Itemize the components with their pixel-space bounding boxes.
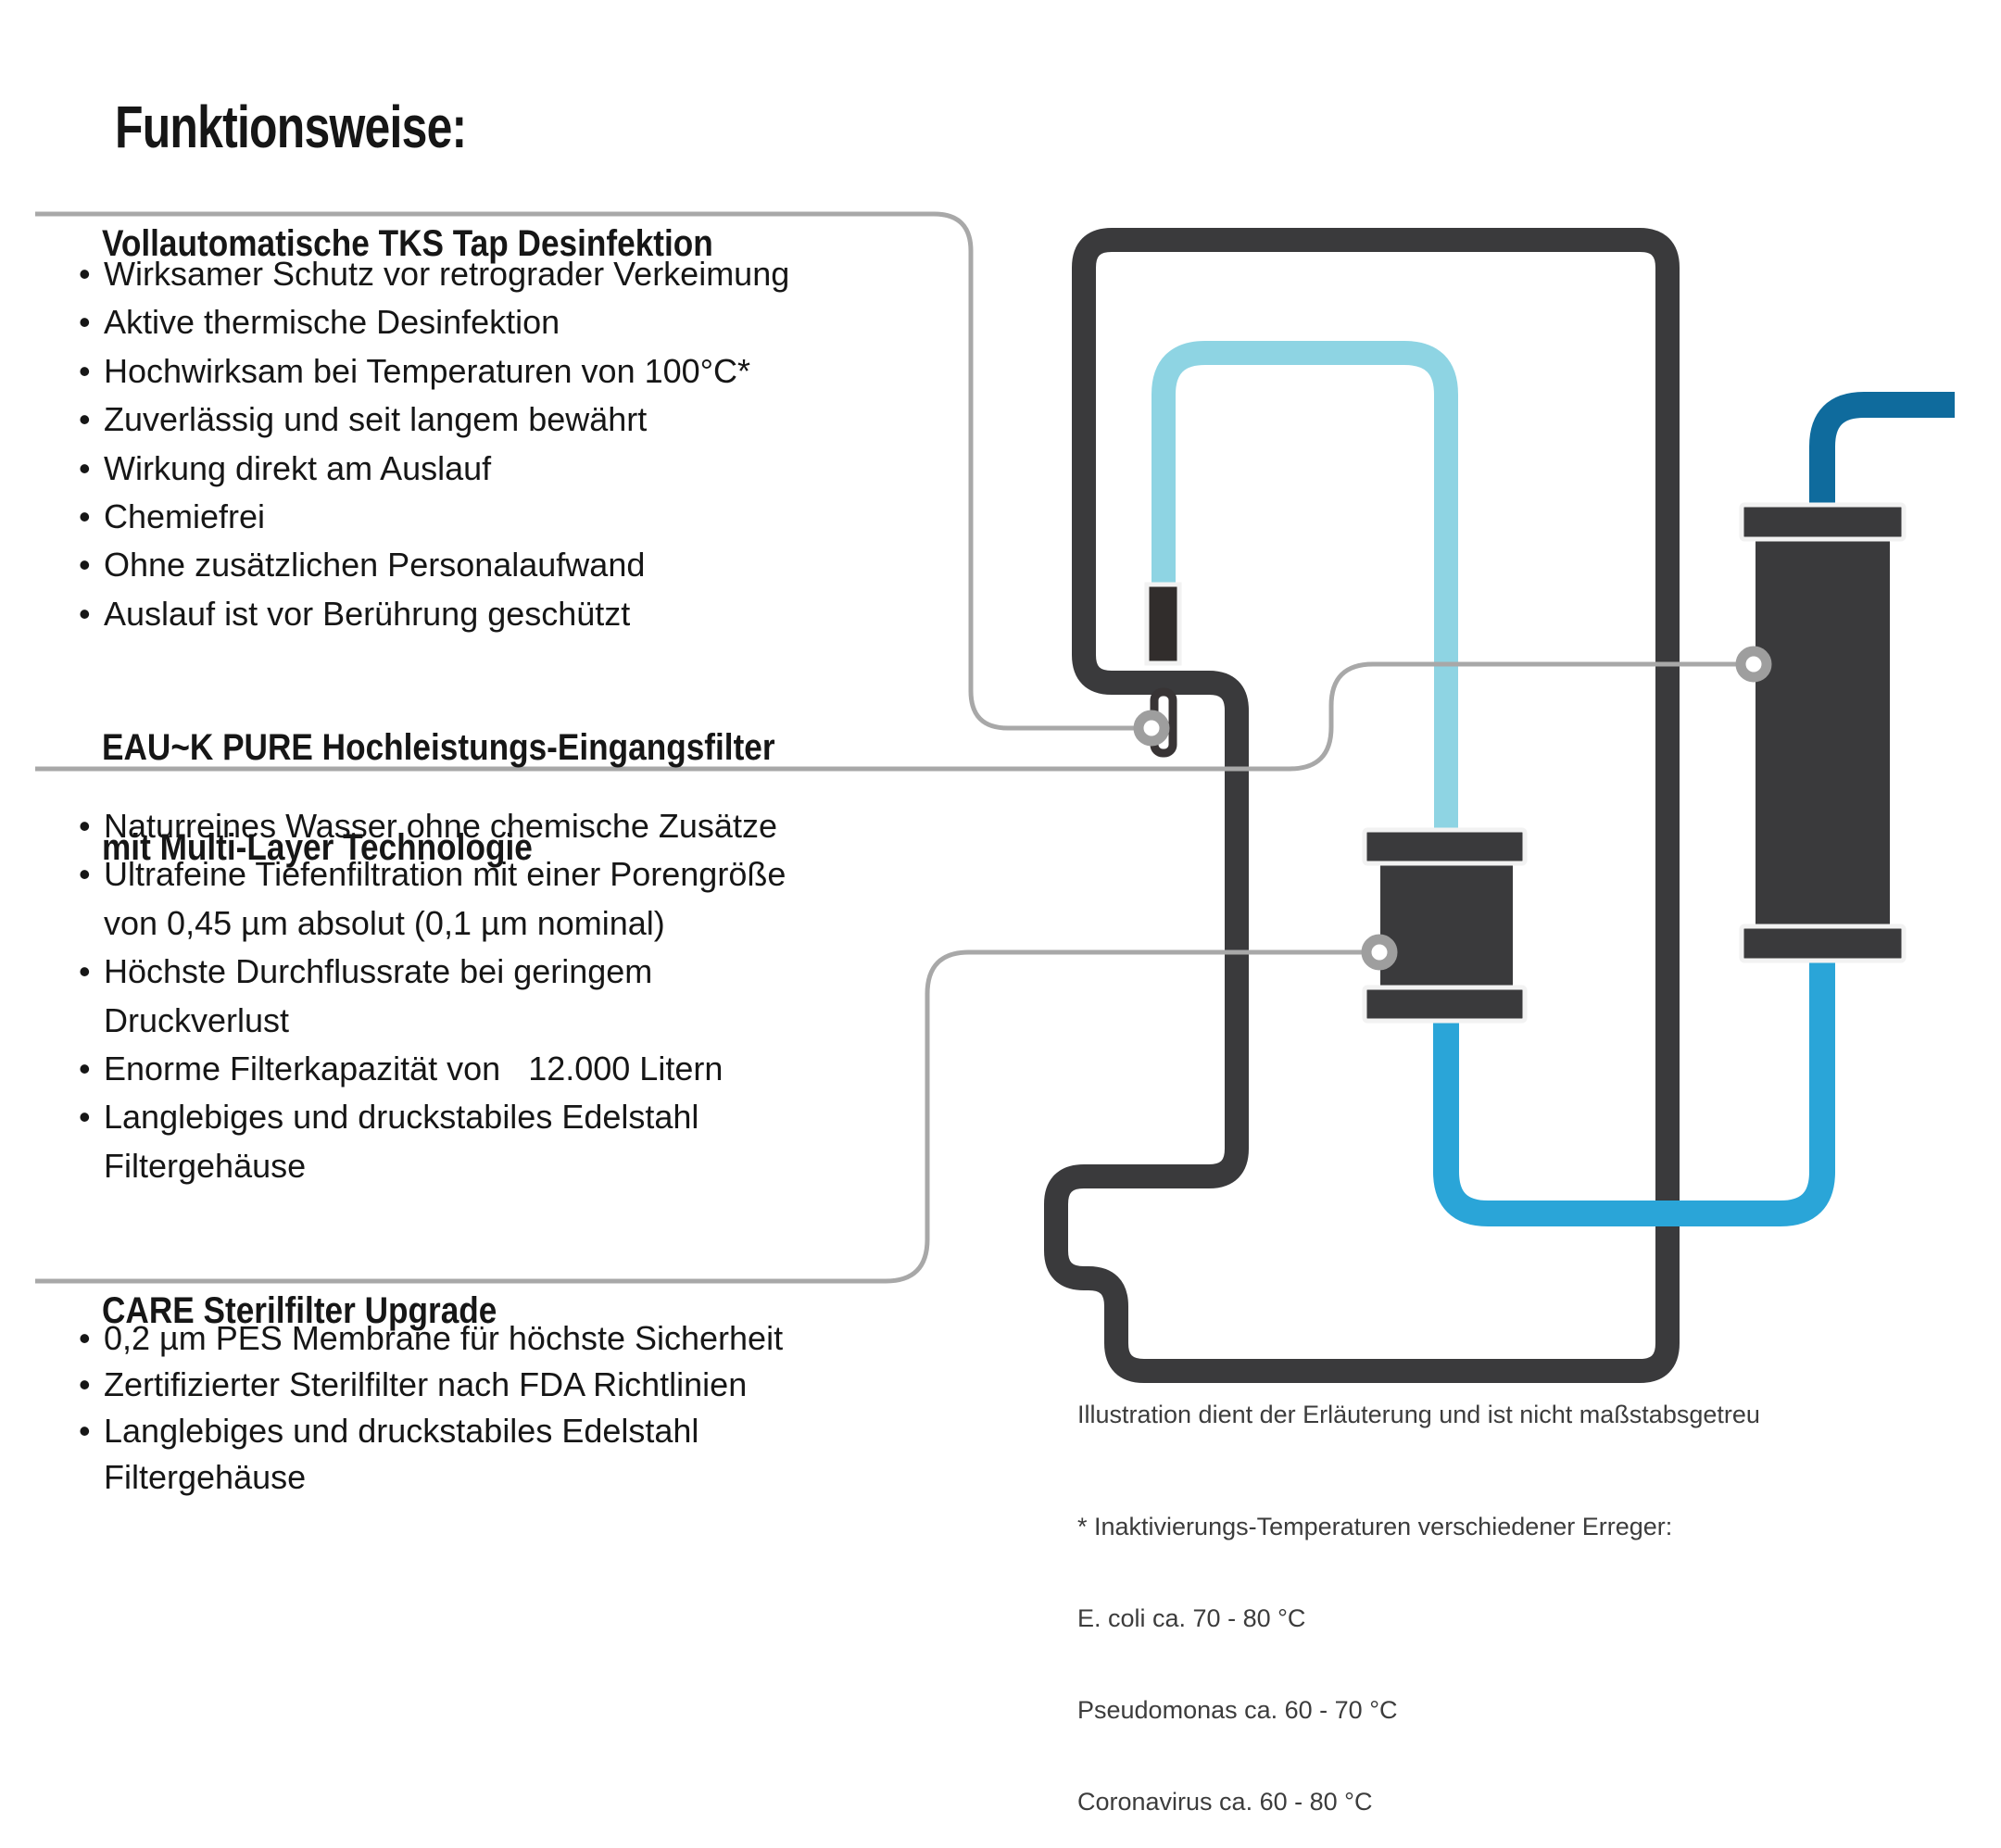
list-item: •Langlebiges und druckstabiles Edelstahl <box>79 1408 783 1454</box>
bullet-dot: • <box>79 448 91 487</box>
bullet-list-pure: •Naturreines Wasser ohne chemische Zusät… <box>79 802 786 1190</box>
sterile-filter-right <box>1739 502 1907 963</box>
bullet-dot: • <box>79 1365 91 1403</box>
temperature-line-pseudomonas: Pseudomonas ca. 60 - 70 °C <box>1077 1696 1398 1724</box>
section-heading-pure: EAU~K PURE Hochleistungs-Eingangsfilter … <box>102 727 775 868</box>
list-item: •Wirkung direkt am Auslauf <box>79 445 789 493</box>
leader-ring-tks <box>1133 710 1170 747</box>
sterile-filter-top-cap <box>1739 502 1907 542</box>
temperature-line-coronavirus: Coronavirus ca. 60 - 80 °C <box>1077 1788 1373 1816</box>
list-item: •Aktive thermische Desinfektion <box>79 298 789 346</box>
scale-disclaimer: Illustration dient der Erläuterung und i… <box>1077 1401 1760 1428</box>
list-item: •Hochwirksam bei Temperaturen von 100°C* <box>79 347 789 396</box>
list-item: •Ohne zusätzlichen Personalaufwand <box>79 541 789 589</box>
leader-line-care <box>35 949 1364 1284</box>
temperature-footnote-title: * Inaktivierungs-Temperaturen verschiede… <box>1077 1513 1673 1540</box>
list-item-continuation: Filtergehäuse <box>104 1458 307 1496</box>
bullet-dot: • <box>79 351 91 390</box>
temperature-line-ecoli: E. coli ca. 70 - 80 °C <box>1077 1604 1306 1632</box>
leader-ring-care <box>1361 934 1398 971</box>
dispenser-outline-pipe <box>1044 228 1680 1383</box>
input-filter-bottom-cap <box>1362 985 1528 1024</box>
list-item: •0,2 µm PES Membrane für höchste Sicherh… <box>79 1315 783 1362</box>
list-item: •Chemiefrei <box>79 493 789 541</box>
leader-line-tks <box>35 211 1136 731</box>
list-item: •Enorme Filterkapazität von 12.000 Liter… <box>79 1045 786 1093</box>
page-title: Funktionsweise: <box>114 94 467 160</box>
bullet-dot: • <box>79 855 91 894</box>
list-item-continuation: Filtergehäuse <box>104 1146 307 1185</box>
list-item-continuation: Druckverlust <box>104 1000 290 1039</box>
list-item-continuation: von 0,45 µm absolut (0,1 µm nominal) <box>104 903 665 942</box>
bullet-dot: • <box>79 807 91 845</box>
bullet-dot: • <box>79 303 91 342</box>
input-filter-top-cap <box>1362 827 1528 866</box>
funktionsweise-infographic: { "title": "Funktionsweise:", "bullet_ch… <box>35 94 1955 1816</box>
list-item: •Naturreines Wasser ohne chemische Zusät… <box>79 802 786 850</box>
tap-pipe-light-blue <box>1152 341 1458 838</box>
list-item: •Zertifizierter Sterilfilter nach FDA Ri… <box>79 1362 783 1408</box>
bullet-dot: • <box>79 1098 91 1137</box>
tap-outlet <box>1144 582 1182 666</box>
sterile-filter-bottom-cap <box>1739 924 1907 963</box>
section-heading-care: CARE Sterilfilter Upgrade <box>102 1290 497 1331</box>
bullet-dot: • <box>79 497 91 536</box>
leader-ring-pure <box>1735 646 1772 683</box>
water-system-illustration <box>35 211 1955 1383</box>
leader-line-pure <box>35 661 1738 772</box>
bullet-dot: • <box>79 1412 91 1450</box>
list-item: •Ultrafeine Tiefenfiltration mit einer P… <box>79 850 786 899</box>
filter-connect-pipe-blue <box>1433 936 1835 1226</box>
inlet-pipe-dark-blue <box>1809 392 1955 519</box>
sterile-filter-body <box>1756 519 1890 945</box>
bullet-list-care: •0,2 µm PES Membrane für höchste Sicherh… <box>79 1315 783 1501</box>
temperature-footnote: * Inaktivierungs-Temperaturen verschiede… <box>1077 1451 1672 1848</box>
list-item: •Langlebiges und druckstabiles Edelstahl <box>79 1093 786 1141</box>
list-item: •Wirksamer Schutz vor retrograder Verkei… <box>79 250 789 298</box>
bullet-dot: • <box>79 952 91 991</box>
input-filter-central <box>1362 827 1528 1024</box>
bullet-dot: • <box>79 1319 91 1357</box>
input-filter-body <box>1380 852 1513 1000</box>
bullet-dot: • <box>79 255 91 293</box>
list-item: •Zuverlässig und seit langem bewährt <box>79 396 789 444</box>
list-item: •Auslauf ist vor Berührung geschützt <box>79 590 789 638</box>
bullet-dot: • <box>79 400 91 439</box>
bullet-dot: • <box>79 1050 91 1088</box>
bullet-list-tks: •Wirksamer Schutz vor retrograder Verkei… <box>79 250 789 638</box>
list-item: •Höchste Durchflussrate bei geringem <box>79 948 786 996</box>
bullet-dot: • <box>79 546 91 585</box>
section-heading-tks: Vollautomatische TKS Tap Desinfektion <box>102 223 714 264</box>
bullet-dot: • <box>79 594 91 633</box>
